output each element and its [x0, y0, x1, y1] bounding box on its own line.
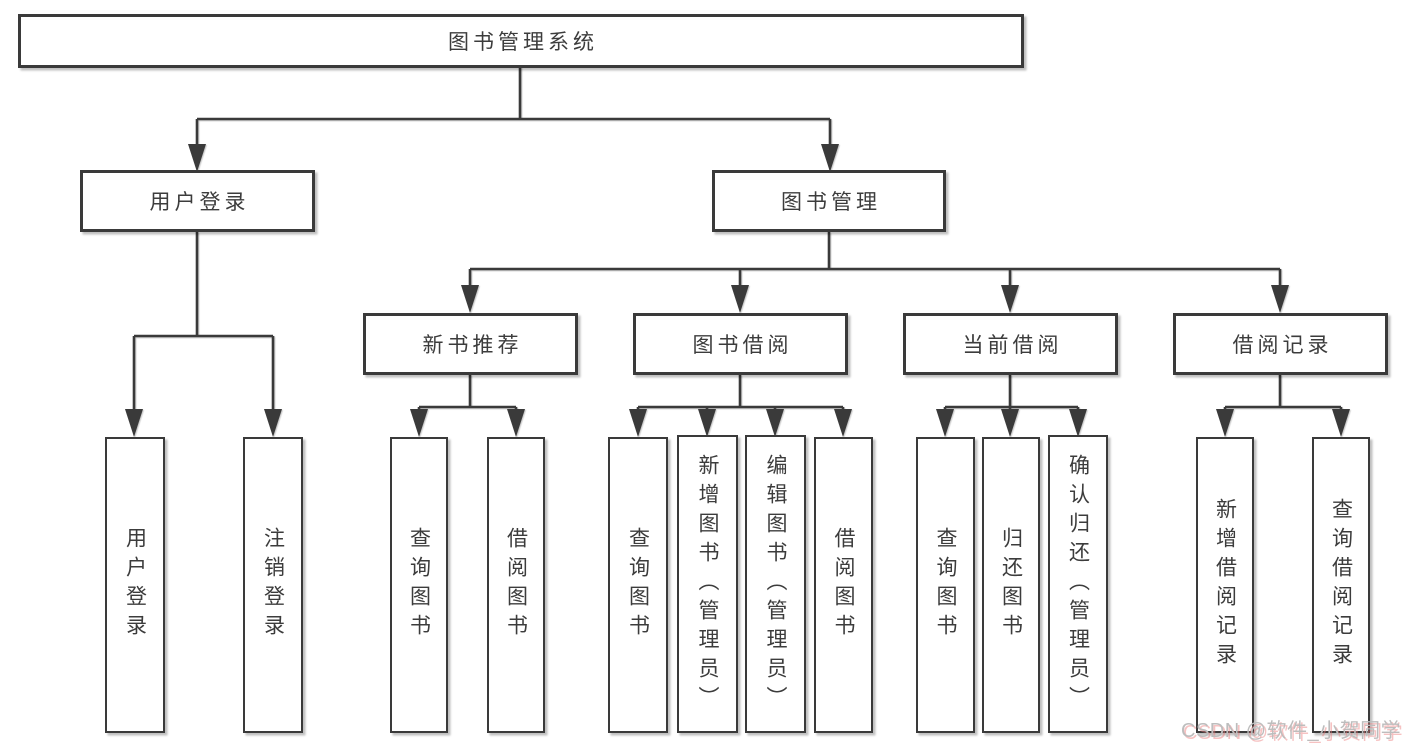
csdn-watermark: CSDN @软件_小贺同学	[1181, 720, 1402, 742]
node-leaf-bb-query-books: 查询图书	[608, 437, 668, 733]
node-leaf-bb-borrow-books: 借阅图书	[814, 437, 873, 733]
node-leaf-nbr-query-books: 查询图书	[390, 437, 448, 733]
node-leaf-nbr-borrow-books: 借阅图书	[487, 437, 545, 733]
connector-book-borrow	[636, 375, 845, 413]
connector-current-borrow	[943, 375, 1080, 413]
arrowhead	[507, 409, 525, 437]
arrowhead	[1216, 409, 1234, 437]
arrowhead	[731, 285, 749, 313]
arrowhead	[629, 409, 647, 437]
node-new-book-recommend-label: 新书推荐	[422, 334, 523, 357]
node-leaf-cb-query-books: 查询图书	[916, 437, 975, 733]
node-leaf-cb-return-books-label: 归还图书	[999, 527, 1023, 643]
connector-paths	[132, 67, 1343, 413]
node-leaf-user-login: 用户登录	[105, 437, 165, 733]
node-leaf-bb-add-books-admin: 新增图书（管理员）	[677, 435, 738, 733]
node-user-login: 用户登录	[80, 170, 315, 232]
node-leaf-logout-label: 注销登录	[261, 527, 285, 643]
node-leaf-bb-query-books-label: 查询图书	[626, 527, 650, 643]
node-current-borrow-label: 当前借阅	[962, 334, 1063, 357]
connector-borrow-records	[1223, 375, 1343, 413]
node-book-borrow: 图书借阅	[633, 313, 848, 375]
node-leaf-br-query-record: 查询借阅记录	[1312, 437, 1370, 733]
node-leaf-cb-confirm-return-admin-label: 确认归还（管理员）	[1066, 453, 1090, 715]
arrowheads	[125, 144, 1350, 437]
node-leaf-user-login-label: 用户登录	[123, 527, 147, 643]
node-book-management-label: 图书管理	[781, 191, 881, 214]
node-borrow-records: 借阅记录	[1173, 313, 1388, 375]
arrowhead	[1271, 285, 1289, 313]
connector-new-book-recommend	[417, 375, 518, 413]
node-leaf-br-add-record-label: 新增借阅记录	[1213, 498, 1237, 672]
node-library-system-root: 图书管理系统	[18, 14, 1024, 68]
node-leaf-br-add-record: 新增借阅记录	[1196, 437, 1254, 733]
arrowhead	[125, 409, 143, 437]
arrowhead	[1001, 409, 1019, 437]
node-leaf-nbr-borrow-books-label: 借阅图书	[504, 527, 528, 643]
node-leaf-cb-confirm-return-admin: 确认归还（管理员）	[1048, 435, 1108, 733]
node-book-management: 图书管理	[712, 170, 946, 232]
arrowhead	[1332, 409, 1350, 437]
node-leaf-bb-borrow-books-label: 借阅图书	[832, 527, 855, 643]
node-leaf-cb-return-books: 归还图书	[982, 437, 1040, 733]
arrowhead	[936, 409, 954, 437]
node-leaf-br-query-record-label: 查询借阅记录	[1329, 498, 1353, 672]
arrowhead	[188, 144, 206, 172]
arrowhead	[461, 285, 479, 313]
node-library-system-root-label: 图书管理系统	[448, 31, 598, 54]
node-leaf-nbr-query-books-label: 查询图书	[407, 527, 431, 643]
node-leaf-bb-add-books-admin-label: 新增图书（管理员）	[696, 453, 719, 715]
node-current-borrow: 当前借阅	[903, 313, 1118, 375]
arrowhead	[834, 409, 852, 437]
node-leaf-bb-edit-books-admin-label: 编辑图书（管理员）	[764, 453, 787, 715]
arrowhead	[264, 409, 282, 437]
node-leaf-logout: 注销登录	[243, 437, 303, 733]
connector-user-login	[132, 232, 275, 413]
node-leaf-cb-query-books-label: 查询图书	[934, 527, 957, 643]
arrowhead	[766, 409, 784, 437]
arrowhead	[1001, 285, 1019, 313]
node-borrow-records-label: 借阅记录	[1232, 334, 1333, 357]
node-new-book-recommend: 新书推荐	[363, 313, 578, 375]
arrowhead	[410, 409, 428, 437]
node-book-borrow-label: 图书借阅	[692, 334, 793, 357]
arrowhead	[821, 144, 839, 172]
connector-root	[195, 67, 832, 148]
node-leaf-bb-edit-books-admin: 编辑图书（管理员）	[745, 435, 806, 733]
connector-book-management	[468, 232, 1282, 289]
node-user-login-label: 用户登录	[149, 191, 250, 214]
arrowhead	[1069, 409, 1087, 437]
arrowhead	[698, 409, 716, 437]
